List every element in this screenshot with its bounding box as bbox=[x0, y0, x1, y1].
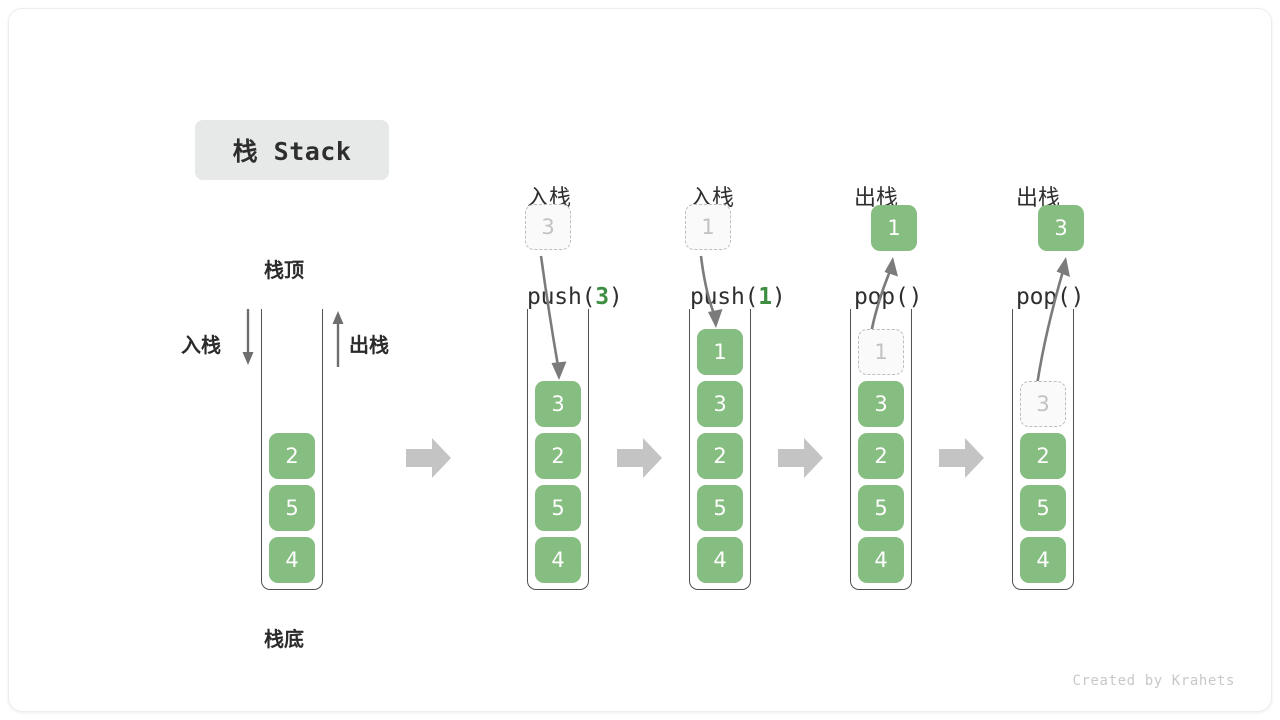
step-arrow-icon bbox=[939, 438, 984, 478]
stack-container-pop-1: 1 3 2 5 4 bbox=[850, 309, 912, 590]
pop-flow-arrow-icon bbox=[869, 257, 898, 334]
push-direction-arrow-icon bbox=[242, 309, 254, 365]
stack-cell: 2 bbox=[1020, 433, 1066, 479]
stack-cell: 5 bbox=[1020, 485, 1066, 531]
diagram-canvas: 栈 Stack 栈顶 入栈 出栈 2 5 4 栈底 入栈 push(3) 3 bbox=[8, 8, 1272, 712]
step-arrow-icon bbox=[778, 438, 823, 478]
push-flow-arrow-icon bbox=[539, 255, 567, 380]
label-push-side: 入栈 bbox=[181, 333, 221, 357]
title-chip-label: 栈 Stack bbox=[232, 137, 352, 166]
stack-cell: 2 bbox=[858, 433, 904, 479]
pop-flow-arrow-icon bbox=[1035, 257, 1070, 386]
label-stack-top: 栈顶 bbox=[264, 258, 304, 282]
stack-cell: 4 bbox=[697, 537, 743, 583]
stack-cell: 2 bbox=[697, 433, 743, 479]
column-header-code: push(1) bbox=[690, 284, 786, 310]
stack-cell: 5 bbox=[269, 485, 315, 531]
stack-cell: 2 bbox=[535, 433, 581, 479]
pop-direction-arrow-icon bbox=[332, 311, 344, 367]
stack-container-pop-2: 3 2 5 4 bbox=[1012, 309, 1074, 590]
stack-container-push-3: 3 2 5 4 bbox=[527, 309, 589, 590]
title-chip: 栈 Stack bbox=[195, 120, 389, 180]
floating-ghost-cell-1: 1 bbox=[685, 204, 731, 250]
stack-container-initial: 2 5 4 bbox=[261, 309, 323, 590]
stack-container-push-1: 1 3 2 5 4 bbox=[689, 309, 751, 590]
floating-ghost-cell-3: 3 bbox=[525, 204, 571, 250]
stack-cell: 5 bbox=[697, 485, 743, 531]
floating-popped-cell-1: 1 bbox=[871, 205, 917, 251]
column-header-push-1: 入栈 push(1) bbox=[690, 116, 786, 380]
stack-cell: 3 bbox=[697, 381, 743, 427]
stack-cell: 4 bbox=[535, 537, 581, 583]
stack-cell: 4 bbox=[269, 537, 315, 583]
column-header-code: pop() bbox=[1016, 284, 1085, 310]
stack-cell: 1 bbox=[697, 329, 743, 375]
step-arrow-icon bbox=[617, 438, 662, 478]
step-arrow-icon bbox=[406, 438, 451, 478]
stack-cell: 5 bbox=[858, 485, 904, 531]
footer-credit: Created by Krahets bbox=[1072, 673, 1235, 689]
column-header-code: push(3) bbox=[527, 284, 623, 310]
stack-cell: 3 bbox=[858, 381, 904, 427]
stack-cell: 5 bbox=[535, 485, 581, 531]
stack-cell: 3 bbox=[535, 381, 581, 427]
stack-ghost-cell: 3 bbox=[1020, 381, 1066, 427]
stack-cell: 4 bbox=[858, 537, 904, 583]
label-stack-bottom: 栈底 bbox=[264, 627, 304, 651]
push-flow-arrow-icon bbox=[699, 255, 723, 328]
stack-cell: 2 bbox=[269, 433, 315, 479]
column-header-pop-2: 出栈 pop() bbox=[1016, 116, 1084, 380]
column-header-push-3: 入栈 push(3) bbox=[527, 116, 623, 380]
label-pop-side: 出栈 bbox=[349, 333, 389, 357]
stack-ghost-cell: 1 bbox=[858, 329, 904, 375]
stack-cell: 4 bbox=[1020, 537, 1066, 583]
floating-popped-cell-3: 3 bbox=[1038, 205, 1084, 251]
